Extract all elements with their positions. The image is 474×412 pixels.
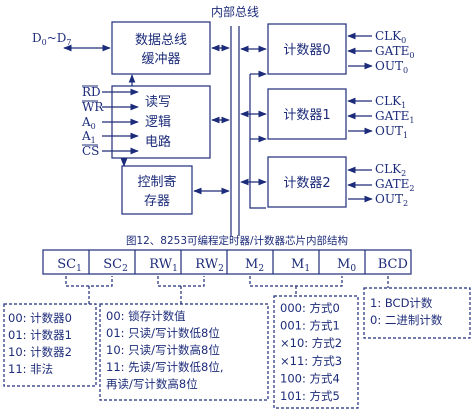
mode-bracket [249, 276, 343, 287]
rw-pin-label: A0 [81, 115, 96, 131]
control-register-label-2: 存器 [144, 194, 170, 209]
counter-label: 计数器2 [283, 176, 330, 191]
sc-table-row: 00: 计数器0 [8, 311, 72, 325]
rw-logic-label-1: 读写 [145, 95, 171, 110]
control-word-bit: RW1 [149, 257, 178, 274]
control-word-labels: SC1 SC2 RW1 RW2 M2 M1 M0 BCD [57, 257, 408, 274]
out-label: OUT2 [375, 192, 408, 208]
table-texts: 00: 计数器0 01: 计数器1 10: 计数器2 11: 非法 00: 锁存计数值 0… [8, 296, 443, 403]
counter-control-feed-trunk [249, 74, 266, 209]
rw-table-row: 再读/写计数高8位 [106, 377, 198, 391]
control-word-bit: M0 [337, 257, 356, 274]
control-word-bit: M2 [245, 257, 264, 274]
counter1-box [267, 88, 347, 140]
gate-label: GATE1 [375, 109, 414, 125]
data-pins-label: D0~D7 [32, 31, 72, 47]
control-word-bit: SC1 [57, 257, 82, 274]
data-buffer-label-1: 数据总线 [135, 33, 187, 48]
rw-table-row: 11: 先读/写计数低8位, [106, 360, 224, 374]
mode-table-row: ×10: 方式2 [280, 336, 342, 350]
figure-caption: 图12、8253可编程定时器/计数器芯片内部结构 [126, 234, 348, 247]
sc-table-row: 01: 计数器1 [8, 328, 72, 342]
rw-pin-label: WR [82, 100, 104, 114]
clk-label: CLK2 [375, 162, 406, 178]
counter-label: 计数器0 [283, 43, 330, 58]
mode-table-row: ×11: 方式3 [280, 354, 342, 368]
data-buffer-label-2: 缓冲器 [141, 52, 180, 67]
rw-pin-label: CS [82, 144, 99, 158]
gate-label: GATE0 [375, 44, 414, 60]
clk-label: CLK0 [375, 29, 406, 45]
gate-label: GATE2 [375, 177, 414, 193]
control-register-box [121, 165, 193, 215]
rw-bracket [157, 276, 205, 287]
bcd-table-box [363, 287, 471, 339]
counter-label: 计数器1 [283, 108, 330, 123]
control-word-bit: BCD [378, 257, 408, 272]
sc-table-box [3, 303, 97, 387]
sc-table-row: 10: 计数器2 [8, 345, 72, 359]
rw-logic-label-3: 电路 [145, 134, 171, 150]
rw-logic-label-2: 逻辑 [145, 115, 171, 130]
clk-label: CLK1 [375, 94, 406, 110]
rw-pin-label: A1 [81, 129, 96, 145]
bcd-table-row: 1: BCD计数 [370, 296, 433, 310]
out-label: OUT0 [375, 59, 408, 75]
mode-table-row: 101: 方式5 [280, 389, 340, 403]
out-label: OUT1 [375, 124, 408, 140]
mode-table-row: 001: 方式1 [280, 319, 340, 333]
sc-bracket [65, 276, 113, 287]
control-word-bit: RW2 [195, 257, 224, 274]
data-buffer-box [111, 21, 211, 75]
counter2-box [267, 156, 347, 208]
control-register-label-1: 控制寄 [137, 174, 176, 190]
rw-table-row: 01: 只读/写计数低8位 [106, 326, 220, 340]
rw-table-box [99, 303, 269, 401]
counter0-box [267, 23, 347, 75]
sc-table-row: 11: 非法 [8, 362, 53, 376]
rw-table-row: 10: 只读/写计数高8位 [106, 343, 220, 357]
bcd-table-row: 0: 二进制计数 [370, 313, 443, 327]
rw-pin-label: RD [82, 85, 101, 99]
internal-bus-label: 内部总线 [211, 4, 259, 19]
control-word-bit: M1 [291, 257, 310, 274]
control-word-bit: SC2 [103, 257, 128, 274]
mode-table-row: 100: 方式4 [280, 371, 340, 385]
mode-table-box [273, 295, 359, 409]
rw-table-row: 00: 锁存计数值 [106, 309, 186, 323]
mode-table-row: 000: 方式0 [280, 301, 340, 315]
